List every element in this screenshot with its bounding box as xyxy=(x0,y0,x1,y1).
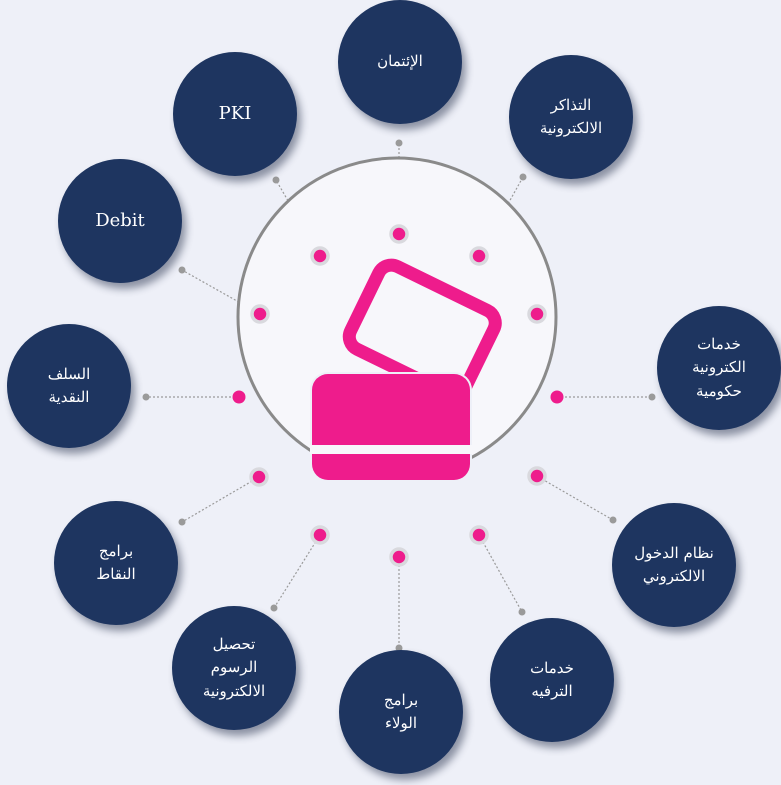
end-dot-credit xyxy=(395,139,403,147)
node-e-login-system: نظام الدخول الالكتروني xyxy=(612,503,736,627)
node-points-programs: برامج النقاط xyxy=(54,501,178,625)
ring-dot xyxy=(389,224,409,244)
ring-dot xyxy=(469,246,489,266)
connector-line-points-programs xyxy=(181,476,260,523)
ring-dot xyxy=(550,390,564,404)
ring-dot xyxy=(250,304,270,324)
node-e-fee-collection: تحصيل الرسوم الالكترونية xyxy=(172,606,296,730)
connector-line-e-fee-collection xyxy=(273,534,321,609)
node-debit: Debit xyxy=(58,159,182,283)
connector-line-entertainment-services xyxy=(478,534,523,613)
connector-line-pki xyxy=(275,179,321,257)
ring-dot xyxy=(310,246,330,266)
ring-dot xyxy=(527,304,547,324)
ring-dot xyxy=(527,466,547,486)
end-dot-e-login-system xyxy=(609,516,617,524)
node-entertainment-services: خدمات الترفيه xyxy=(490,618,614,742)
ring-dot xyxy=(249,467,269,487)
node-e-gov-services: خدمات الكترونية حكومية xyxy=(657,306,781,430)
node-e-tickets: التذاكر الالكترونية xyxy=(509,55,633,179)
end-dot-loyalty-programs xyxy=(395,644,403,652)
ring-dot xyxy=(310,525,330,545)
end-dot-debit xyxy=(178,266,186,274)
node-cash-advances: السلف النقدية xyxy=(7,324,131,448)
connector-line-debit xyxy=(181,269,261,315)
end-dot-points-programs xyxy=(178,518,186,526)
ring-dot xyxy=(232,390,246,404)
end-dots xyxy=(142,139,656,652)
end-dot-entertainment-services xyxy=(518,608,526,616)
ring-dots xyxy=(232,224,564,567)
end-dot-e-tickets xyxy=(519,173,527,181)
end-dot-cash-advances xyxy=(142,393,150,401)
end-dot-e-fee-collection xyxy=(270,604,278,612)
node-loyalty-programs: برامج الولاء xyxy=(339,650,463,774)
ring-dot xyxy=(389,547,409,567)
node-pki: PKI xyxy=(173,52,297,176)
credit-card-icon xyxy=(310,258,502,482)
connector-line-e-login-system xyxy=(534,474,614,521)
end-dot-e-gov-services xyxy=(648,393,656,401)
end-dot-pki xyxy=(272,176,280,184)
ring-dot xyxy=(469,525,489,545)
node-credit: الإئتمان xyxy=(338,0,462,124)
